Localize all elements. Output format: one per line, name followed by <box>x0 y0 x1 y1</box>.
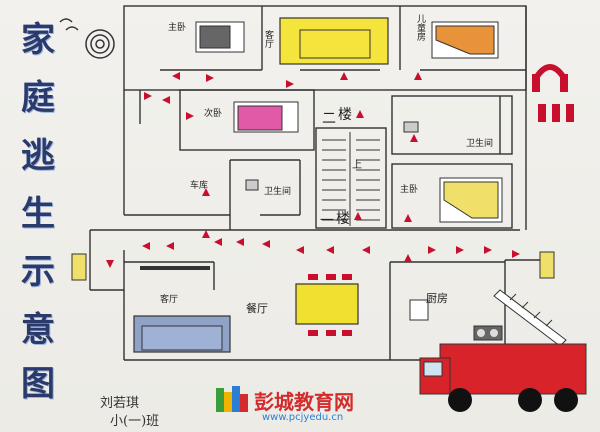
label-floor-one-b: 楼 <box>336 211 350 227</box>
label-floor-one-a: 一 <box>320 213 334 229</box>
label-master-bedroom-top: 主卧 <box>168 23 187 33</box>
label-dining-room: 餐厅 <box>246 302 268 315</box>
fire-truck-icon <box>419 289 587 412</box>
label-second-bedroom: 次卧 <box>204 109 223 119</box>
escape-arrows <box>106 72 520 268</box>
label-master-bedroom-lower: 主卧 <box>400 185 419 195</box>
watermark-url: www.pcjyedu.cn <box>262 412 344 423</box>
title-char-6: 意 <box>21 310 55 350</box>
upstairs-sofa <box>279 17 389 65</box>
living-room-sofa <box>133 315 231 353</box>
title-char-4: 生 <box>21 194 55 234</box>
label-child-bedroom: 儿童房 <box>415 14 425 41</box>
label-floor-two-a: 二 <box>322 111 336 127</box>
books-logo-icon <box>216 386 248 412</box>
label-bathroom-downstairs: 卫生间 <box>264 187 292 197</box>
fire-alarm-icon <box>532 64 574 122</box>
title-char-2: 庭 <box>21 78 55 118</box>
watermark-brand: 彭城教育网 <box>254 390 354 414</box>
swirl-icon <box>59 18 115 59</box>
signature-class: 小(一)班 <box>110 414 160 429</box>
title-char-1: 家 <box>21 20 55 60</box>
fire-extinguisher-icon <box>71 251 555 281</box>
signature-name: 刘若琪 <box>100 396 140 411</box>
label-bathroom-upstairs: 卫生间 <box>466 139 494 149</box>
staircase <box>322 132 380 226</box>
label-living-room: 客厅 <box>160 295 179 305</box>
title-char-5: 示 <box>21 252 55 292</box>
label-garage: 车库 <box>190 181 209 191</box>
label-stair-up: 上 <box>352 160 362 171</box>
title-char-7: 图 <box>21 364 55 404</box>
label-living-room-upstairs: 客厅 <box>263 30 273 48</box>
label-floor-two-b: 楼 <box>338 107 352 123</box>
title-char-3: 逃 <box>21 136 55 176</box>
label-kitchen: 厨房 <box>426 292 448 305</box>
